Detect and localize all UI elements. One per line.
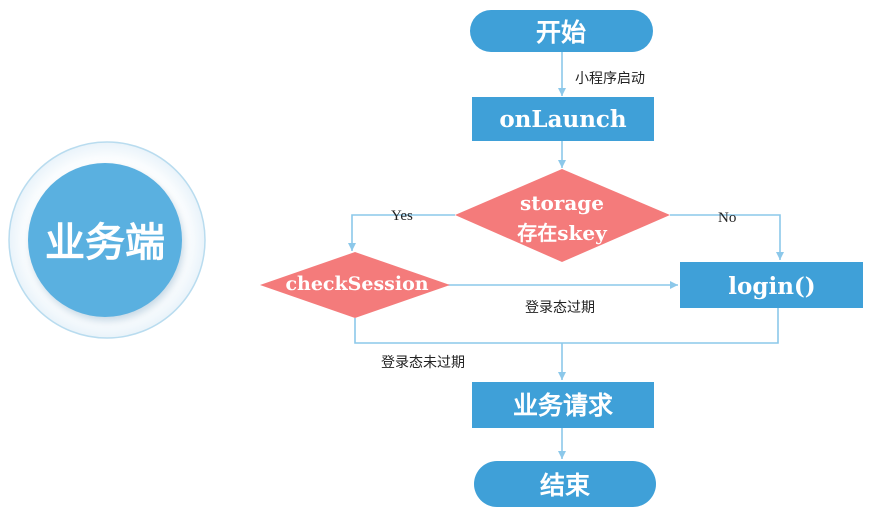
node-business-request-shape <box>472 382 654 428</box>
edge-label-no: No <box>718 210 736 226</box>
node-on-launch-label: onLaunch <box>499 106 627 133</box>
node-on-launch-shape <box>472 97 654 141</box>
node-storage-check-line2: 存在skey <box>517 221 608 245</box>
edge-storage-yes <box>348 214 455 251</box>
node-check-session: checkSession <box>260 252 450 318</box>
edge-label-session-valid: 登录态未过期 <box>381 355 465 371</box>
side-badge: 业务端 <box>8 141 206 339</box>
node-end-shape <box>474 461 656 507</box>
node-end-label: 结束 <box>540 471 591 500</box>
node-on-launch: onLaunch <box>472 97 654 141</box>
node-login-shape <box>680 262 863 308</box>
side-badge-circle <box>28 163 182 317</box>
node-start-shape <box>470 10 653 52</box>
node-end: 结束 <box>474 461 656 507</box>
node-check-session-label: checkSession <box>285 273 428 295</box>
node-storage-check: storage 存在skey <box>455 169 670 262</box>
node-business-request: 业务请求 <box>472 382 654 428</box>
edge-storage-no <box>670 214 784 260</box>
node-storage-check-shape <box>455 169 670 262</box>
edge-session-valid <box>354 318 562 344</box>
node-business-request-label: 业务请求 <box>513 391 613 420</box>
edge-label-session-expired: 登录态过期 <box>525 300 595 316</box>
node-check-session-shape <box>260 252 450 318</box>
edge-label-yes: Yes <box>391 208 413 224</box>
node-login-label: login() <box>728 273 815 300</box>
edge-label-start-to-launch: 小程序启动 <box>575 71 645 87</box>
node-storage-check-line1: storage <box>520 191 604 215</box>
side-badge-label: 业务端 <box>45 220 165 266</box>
node-start-label: 开始 <box>536 18 586 47</box>
edge-login-to-merge <box>562 308 779 344</box>
node-login: login() <box>680 262 863 308</box>
connectors <box>348 52 784 459</box>
node-start: 开始 <box>470 10 653 52</box>
